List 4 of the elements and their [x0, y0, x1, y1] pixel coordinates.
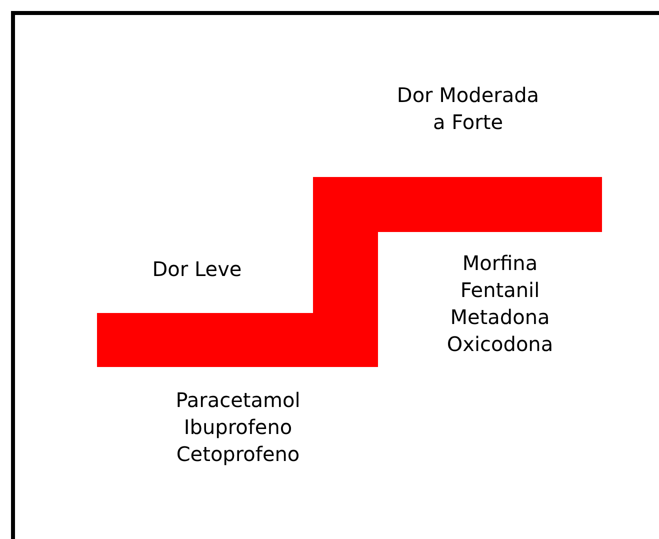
- step-heading: Dor Leve: [152, 256, 242, 283]
- step-heading: Dor Moderada a Forte: [396, 82, 540, 136]
- drug-list: Paracetamol Ibuprofeno Cetoprofeno: [176, 387, 300, 468]
- drug-list: Morfina Fentanil Metadona Oxicodona: [446, 250, 554, 358]
